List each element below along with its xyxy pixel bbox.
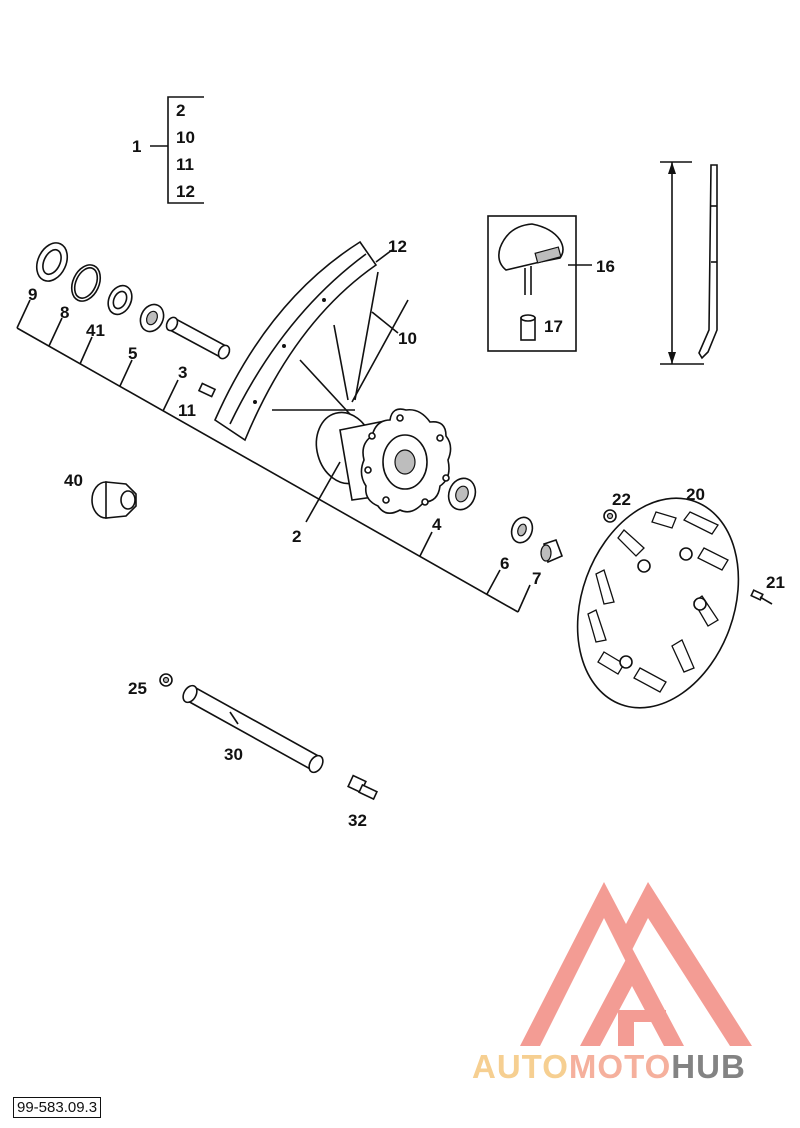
callout-32: 32 xyxy=(348,811,367,830)
callout-7: 7 xyxy=(532,569,541,588)
leader-2 xyxy=(305,461,341,523)
leader-12 xyxy=(375,249,393,263)
part-bearing-right xyxy=(447,477,477,511)
callout-20: 20 xyxy=(686,485,705,504)
callout-6: 6 xyxy=(500,554,509,573)
spoke-dimension xyxy=(660,161,718,365)
watermark-logo: AUTOMOTOHUB xyxy=(472,882,752,1085)
document-reference-number: 99-583.09.3 xyxy=(13,1097,102,1118)
callout-41: 41 xyxy=(86,321,105,340)
part-bearing-left xyxy=(139,303,165,333)
callout-10: 10 xyxy=(398,329,417,348)
part-spacer-bushing xyxy=(540,538,564,564)
part-distance-tube xyxy=(165,316,231,360)
part-disc-screw xyxy=(750,589,773,605)
callout-1-child-10: 10 xyxy=(176,128,195,147)
callout-1-child-12: 12 xyxy=(176,182,195,201)
watermark-hub: HUB xyxy=(671,1048,746,1085)
callout-2: 2 xyxy=(292,527,301,546)
callout-22: 22 xyxy=(612,490,631,509)
part-disc-nut xyxy=(603,509,617,523)
part-axle xyxy=(182,684,324,774)
callout-40: 40 xyxy=(64,471,83,490)
callout-8: 8 xyxy=(60,303,69,322)
wheel-hub xyxy=(315,408,452,514)
part-ring xyxy=(70,264,102,302)
watermark-moto: MOTO xyxy=(569,1048,671,1085)
callout-4: 4 xyxy=(432,515,442,534)
part-axle-nut xyxy=(159,673,173,687)
callout-11: 11 xyxy=(178,401,196,420)
callout-1-child-2: 2 xyxy=(176,101,185,120)
valve-parts-box xyxy=(487,215,577,352)
wheel-rim xyxy=(213,240,378,442)
callout-25: 25 xyxy=(128,679,147,698)
part-spoke-nipple xyxy=(197,382,217,398)
callout-3: 3 xyxy=(178,363,187,382)
callout-21: 21 xyxy=(766,573,785,592)
callout-12: 12 xyxy=(388,237,407,256)
brake-disc xyxy=(576,497,740,709)
callout-16: 16 xyxy=(596,257,615,276)
part-axle-bolt xyxy=(347,774,379,801)
callout-1-child-11: 11 xyxy=(176,155,194,174)
part-seal-right xyxy=(510,516,534,544)
axis-leader-line xyxy=(16,299,531,613)
leader-10 xyxy=(371,311,399,334)
watermark-auto: AUTO xyxy=(472,1048,569,1085)
callout-5: 5 xyxy=(128,344,137,363)
part-spacer-ring xyxy=(107,284,133,316)
assembly-bracket: 1 2 10 11 12 xyxy=(132,96,204,204)
callout-30: 30 xyxy=(224,745,243,764)
callout-17: 17 xyxy=(544,317,563,336)
callout-9: 9 xyxy=(28,285,37,304)
callouts: 9 8 41 5 3 11 12 10 2 4 6 7 40 16 17 20 … xyxy=(28,237,785,830)
callout-1: 1 xyxy=(132,137,141,156)
part-spacer-40 xyxy=(91,481,137,519)
part-seal xyxy=(35,242,69,282)
svg-text:AUTOMOTOHUB: AUTOMOTOHUB xyxy=(472,1048,746,1085)
